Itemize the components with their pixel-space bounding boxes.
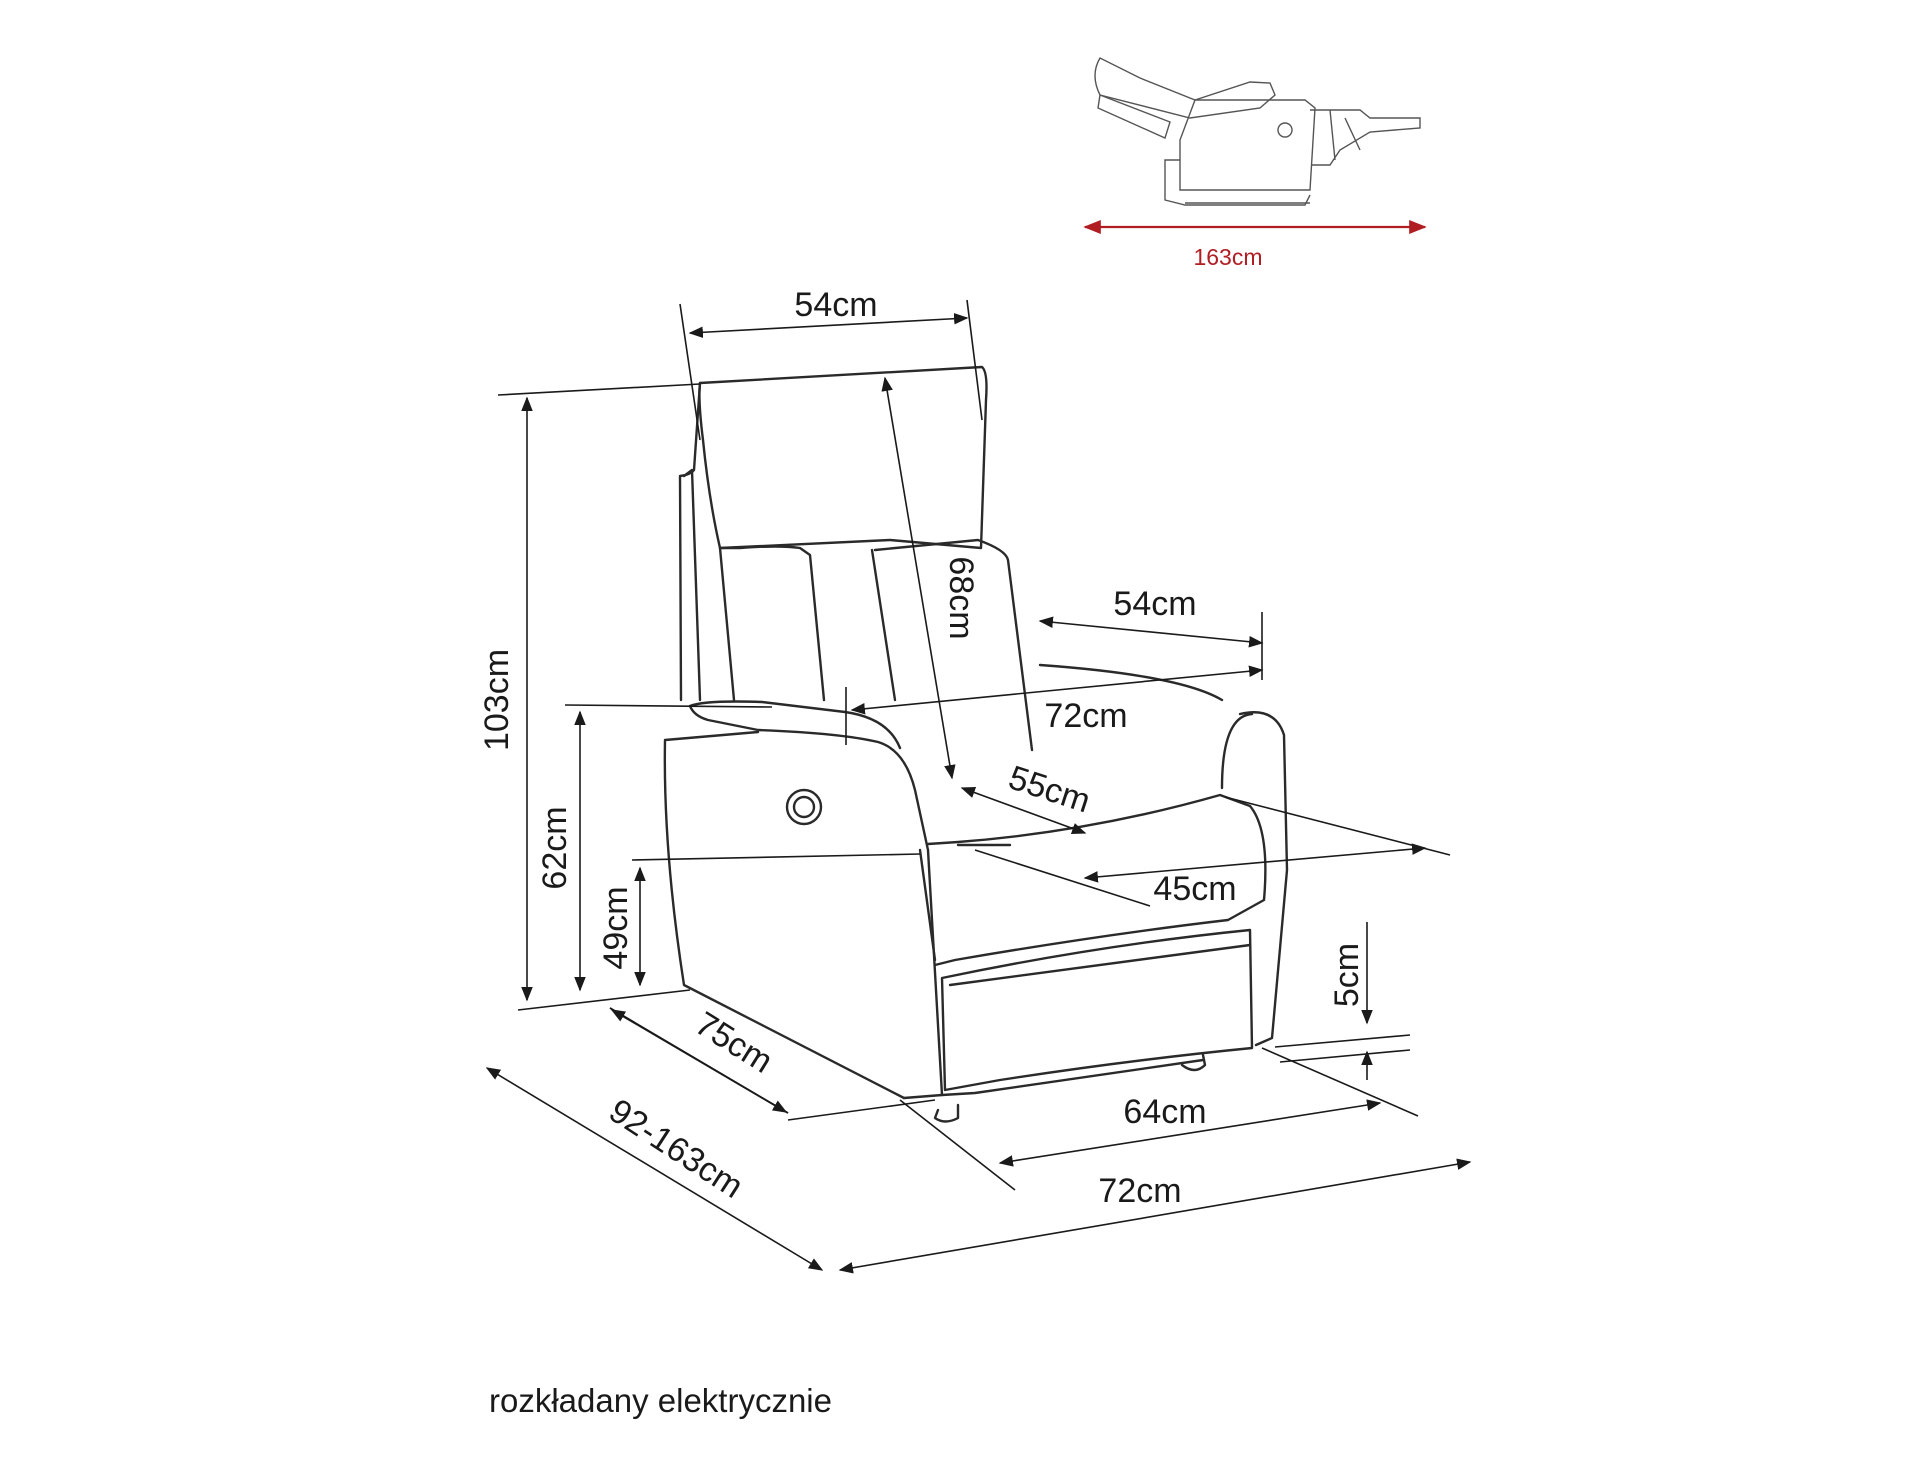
dim-depth: 75cm [689, 1005, 780, 1081]
dim-seat-depth: 55cm [1004, 759, 1095, 821]
reclined-length-label: 163cm [1193, 244, 1262, 270]
dim-leg-height: 5cm [1328, 943, 1366, 1007]
dim-armrest-height: 62cm [536, 806, 574, 889]
dim-seat-width: 72cm [1044, 697, 1127, 735]
dim-front-width: 64cm [1123, 1093, 1206, 1131]
dim-depth-reclined: 92-163cm [602, 1092, 750, 1206]
power-button-icon [785, 788, 823, 826]
dim-seat-inner-width: 45cm [1153, 870, 1236, 908]
dim-total-height: 103cm [478, 649, 516, 751]
reclined-chair-icon [1094, 57, 1421, 206]
dim-total-width: 72cm [1098, 1172, 1181, 1210]
caption: rozkładany elektrycznie [489, 1382, 832, 1419]
dim-seat-height: 49cm [597, 886, 635, 969]
dim-backrest-height: 68cm [942, 556, 980, 639]
dim-top-width: 54cm [794, 286, 877, 324]
dim-armrest-width: 54cm [1113, 585, 1196, 623]
armchair-drawing [663, 365, 1289, 1123]
